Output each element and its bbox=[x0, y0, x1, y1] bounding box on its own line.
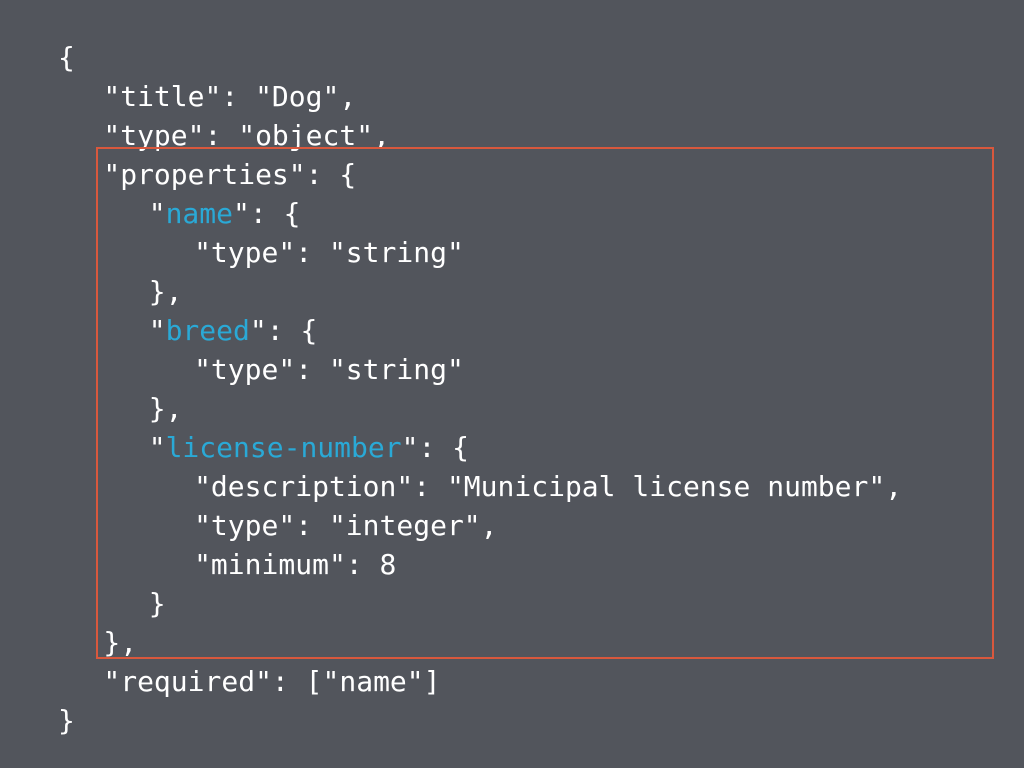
code-text: "description": "Municipal license number… bbox=[194, 470, 903, 503]
code-line: "name": { bbox=[58, 194, 902, 233]
code-line: }, bbox=[58, 623, 902, 662]
code-text: } bbox=[148, 587, 166, 620]
json-schema-code-block: { "title": "Dog", "type": "object", "proper… bbox=[58, 38, 902, 740]
code-text: "title": "Dog", bbox=[103, 80, 357, 113]
properties-highlight-box bbox=[96, 147, 994, 659]
code-text: "type": "integer", bbox=[194, 509, 498, 542]
code-text: "type": "string" bbox=[194, 353, 464, 386]
code-text: " bbox=[148, 431, 166, 464]
code-line: "breed": { bbox=[58, 311, 902, 350]
code-line: "type": "object", bbox=[58, 116, 902, 155]
code-line: }, bbox=[58, 389, 902, 428]
code-line: } bbox=[58, 584, 902, 623]
code-text: } bbox=[58, 704, 75, 737]
code-text: "minimum": 8 bbox=[194, 548, 397, 581]
code-text-after: ": { bbox=[401, 431, 470, 464]
code-text-after: ": { bbox=[249, 314, 318, 347]
property-key: breed bbox=[165, 314, 250, 347]
code-text: }, bbox=[148, 392, 183, 425]
code-text: "type": "string" bbox=[194, 236, 464, 269]
code-line: "description": "Municipal license number… bbox=[58, 467, 902, 506]
code-text: "properties": { bbox=[103, 158, 357, 191]
code-text: { bbox=[58, 41, 75, 74]
code-text: }, bbox=[103, 626, 138, 659]
code-text: "type": "object", bbox=[103, 119, 390, 152]
code-line: "properties": { bbox=[58, 155, 902, 194]
code-line: }, bbox=[58, 272, 902, 311]
code-text: }, bbox=[148, 275, 183, 308]
code-line: "type": "integer", bbox=[58, 506, 902, 545]
property-key: name bbox=[165, 197, 234, 230]
code-line: "title": "Dog", bbox=[58, 77, 902, 116]
code-line: "type": "string" bbox=[58, 350, 902, 389]
property-key: license-number bbox=[165, 431, 402, 464]
code-line: "license-number": { bbox=[58, 428, 902, 467]
code-text-after: ": { bbox=[233, 197, 301, 230]
code-text: "required": ["name"] bbox=[103, 665, 441, 698]
code-line: { bbox=[58, 38, 902, 77]
code-line: "type": "string" bbox=[58, 233, 902, 272]
code-text: " bbox=[148, 197, 166, 230]
code-line: "required": ["name"] bbox=[58, 662, 902, 701]
code-line: "minimum": 8 bbox=[58, 545, 902, 584]
code-line: } bbox=[58, 701, 902, 740]
code-text: " bbox=[148, 314, 166, 347]
